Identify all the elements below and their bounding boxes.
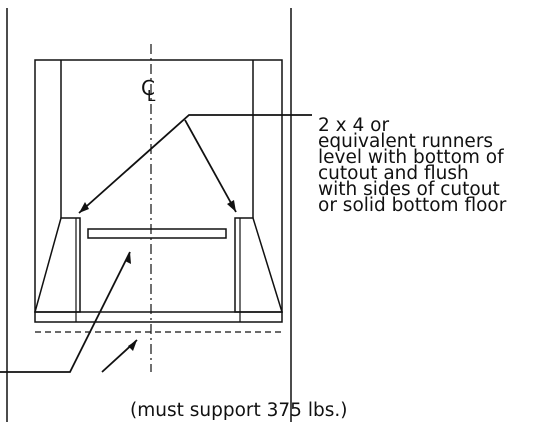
- callout-leader-right: [184, 119, 237, 213]
- callout-line: level with bottom of: [318, 147, 504, 168]
- centerline-label: CL: [141, 76, 156, 105]
- callout-line: with sides of cutout: [318, 179, 500, 200]
- callout-line: cutout and flush: [318, 163, 469, 184]
- arrowhead-left: [79, 202, 89, 213]
- arrowhead-right: [227, 200, 236, 212]
- callout-line: equivalent runners: [318, 131, 494, 152]
- right-runner: [234, 217, 284, 313]
- floor-base: [34, 311, 283, 323]
- cross-rail: [87, 228, 227, 239]
- callout-line: or solid bottom floor: [318, 195, 507, 216]
- arrowhead-floor: [128, 340, 137, 351]
- callout-line: 2 x 4 or: [318, 115, 390, 136]
- support-note: (must support 375 lbs.): [130, 400, 348, 421]
- arrowhead-rail: [125, 252, 131, 264]
- runner-callout-text: 2 x 4 or equivalent runners level with b…: [318, 115, 550, 216]
- support-leader: [0, 251, 131, 373]
- centerline-symbol: C: [141, 76, 155, 100]
- left-runner: [34, 217, 81, 313]
- callout-leader: [78, 114, 312, 214]
- cutout-frame: [34, 59, 283, 312]
